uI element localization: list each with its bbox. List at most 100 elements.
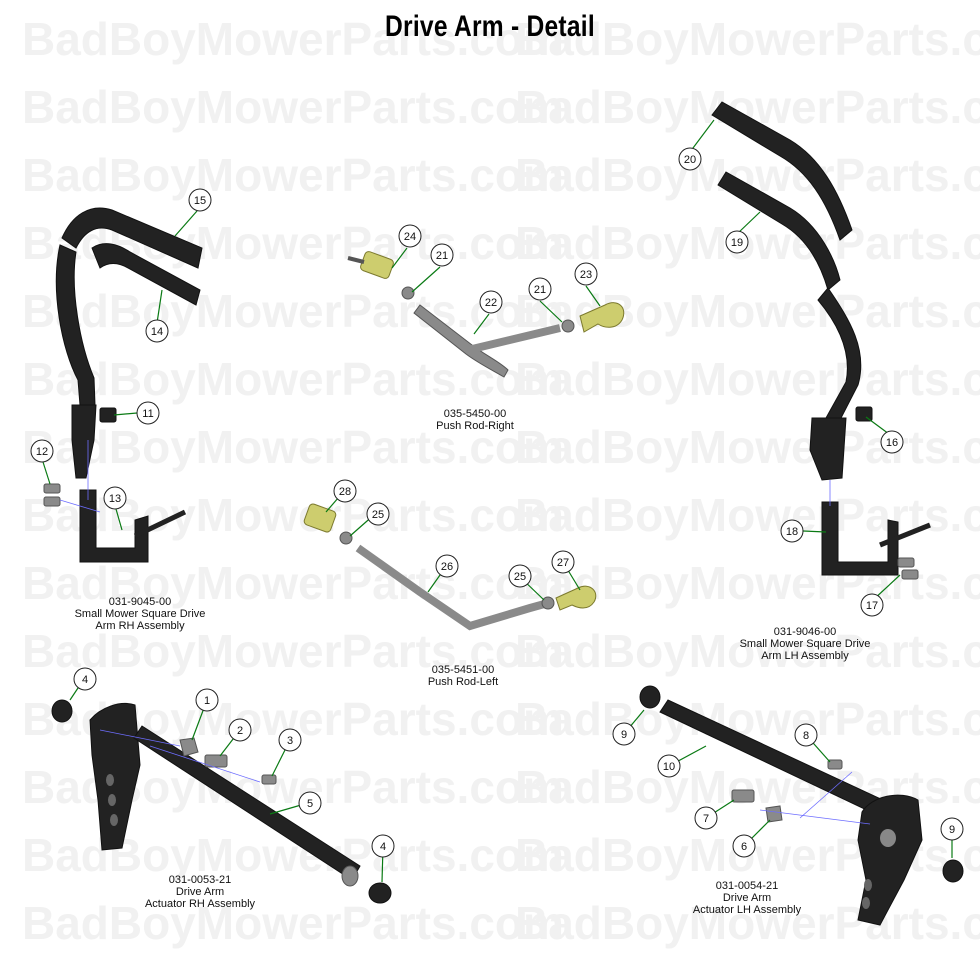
push-rod-22	[413, 304, 509, 378]
callout-18: 18	[780, 519, 804, 543]
nut-11	[99, 407, 117, 423]
svg-text:14: 14	[151, 326, 163, 338]
ball-joint-stud-24	[347, 256, 365, 264]
callout-3: 3	[278, 728, 302, 752]
lower-bracket-13	[79, 489, 149, 563]
nut-1	[179, 737, 199, 757]
nut-25	[339, 531, 353, 545]
caption-line: Small Mower Square Drive	[739, 638, 871, 650]
callout-2: 2	[228, 718, 252, 742]
caption-line: Actuator LH Assembly	[692, 904, 802, 916]
fitting-3	[261, 774, 277, 785]
callout-26: 26	[435, 554, 459, 578]
part-number: 031-9045-00	[108, 596, 172, 608]
callout-12: 12	[30, 439, 54, 463]
svg-text:24: 24	[404, 231, 416, 243]
caption-line: Arm LH Assembly	[761, 650, 849, 662]
assembly-axis	[59, 499, 101, 513]
callout-20: 20	[678, 147, 702, 171]
nut-21	[401, 286, 415, 300]
svg-text:21: 21	[534, 284, 546, 296]
handle-grip-15	[61, 207, 203, 269]
assembly-axis	[99, 729, 181, 747]
nut-21b	[561, 319, 575, 333]
rh-arm-assembly	[43, 207, 203, 563]
arm-bracket	[71, 404, 97, 479]
ball-joint-24	[360, 251, 394, 279]
svg-text:13: 13	[109, 493, 121, 505]
cap-9b	[942, 859, 964, 883]
callout-7: 7	[694, 806, 718, 830]
actuator-shaft-10	[659, 699, 901, 823]
part-number: 031-0054-21	[715, 880, 779, 892]
callout-27: 27	[551, 550, 575, 574]
svg-text:23: 23	[580, 269, 592, 281]
caption-push-rod-left: 035-5451-00 Push Rod-Left	[388, 664, 538, 688]
arm-tube	[55, 244, 96, 406]
callout-23: 23	[574, 262, 598, 286]
callout-24: 24	[398, 224, 422, 248]
caption-push-rod-right: 035-5450-00 Push Rod-Right	[400, 408, 550, 432]
svg-text:17: 17	[866, 600, 878, 612]
lh-arm-assembly	[711, 101, 931, 580]
caption-actuator-lh: 031-0054-21 Drive Arm Actuator LH Assemb…	[672, 880, 822, 916]
callout-9: 9	[612, 722, 636, 746]
callout-21b: 21	[528, 277, 552, 301]
part-number: 031-9046-00	[773, 626, 837, 638]
svg-text:4: 4	[82, 674, 88, 686]
svg-text:12: 12	[36, 446, 48, 458]
callout-4b: 4	[371, 834, 395, 858]
lh-arm-bracket	[809, 417, 847, 481]
callout-10: 10	[657, 754, 681, 778]
part-number: 031-0053-21	[168, 874, 232, 886]
nut-16	[855, 406, 873, 422]
svg-text:2: 2	[237, 725, 243, 737]
callout-4: 4	[73, 667, 97, 691]
rod-end-23	[579, 302, 625, 333]
fitting-8	[827, 759, 843, 770]
callout-11: 11	[136, 401, 160, 425]
svg-text:1: 1	[204, 695, 210, 707]
svg-text:16: 16	[886, 437, 898, 449]
callout-19: 19	[725, 230, 749, 254]
bolt-12	[43, 483, 61, 494]
callout-5: 5	[298, 791, 322, 815]
caption-lh-arm: 031-9046-00 Small Mower Square Drive Arm…	[720, 626, 890, 662]
caption-line: Actuator RH Assembly	[144, 898, 256, 910]
shaft-end	[341, 865, 359, 887]
handle-grip-20	[711, 101, 853, 241]
callout-15: 15	[188, 188, 212, 212]
slot-hole	[108, 794, 116, 806]
svg-text:9: 9	[949, 824, 955, 836]
callout-16: 16	[880, 430, 904, 454]
callout-14: 14	[145, 319, 169, 343]
svg-text:28: 28	[339, 486, 351, 498]
push-rod-22-shaft	[467, 324, 561, 354]
caption-line: Drive Arm	[722, 892, 772, 904]
callout-8: 8	[794, 723, 818, 747]
page-title: Drive Arm - Detail	[385, 10, 595, 43]
caption-line: Push Rod-Left	[427, 676, 499, 688]
actuator-rh-assembly	[51, 699, 392, 904]
svg-text:25: 25	[372, 509, 384, 521]
actuator-shaft-5	[133, 725, 361, 881]
push-rod-left-assembly	[303, 503, 597, 631]
svg-text:5: 5	[307, 798, 313, 810]
caption-line: Push Rod-Right	[436, 420, 514, 432]
caption-actuator-rh: 031-0053-21 Drive Arm Actuator RH Assemb…	[125, 874, 275, 910]
caption-line: Arm RH Assembly	[95, 620, 185, 632]
cap-4	[51, 699, 73, 723]
svg-text:18: 18	[786, 526, 798, 538]
assembly-axis	[759, 809, 871, 825]
slot-hole	[106, 774, 114, 786]
svg-text:10: 10	[663, 761, 675, 773]
ball-joint-28	[303, 503, 337, 533]
square-tube-14	[91, 243, 201, 306]
slot-hole	[862, 897, 870, 909]
push-rod-right-assembly	[347, 251, 625, 378]
lh-arm-tube	[817, 287, 862, 421]
pivot-rod-18	[879, 522, 931, 548]
nut-6	[765, 805, 783, 823]
svg-text:6: 6	[741, 841, 747, 853]
